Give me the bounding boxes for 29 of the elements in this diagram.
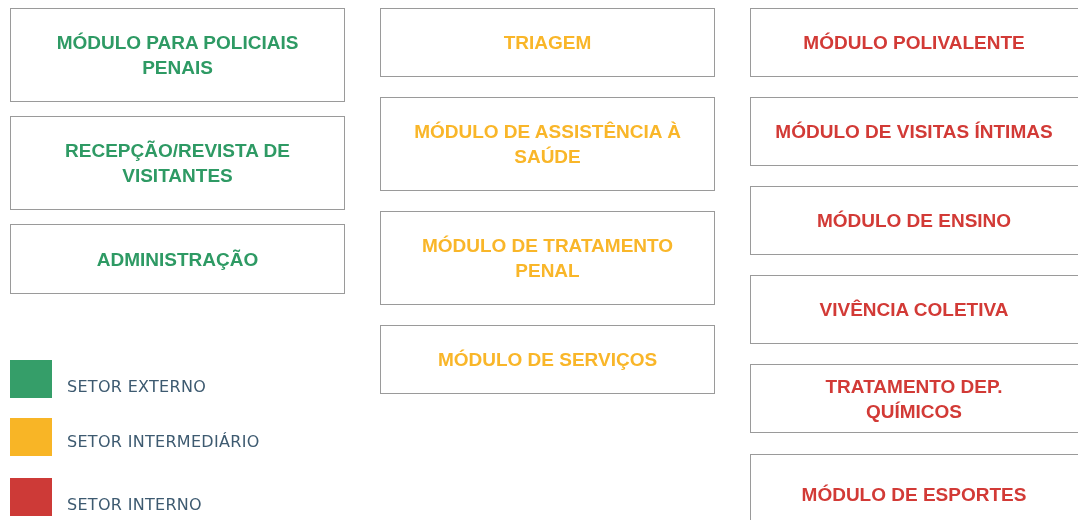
module-name: TRIAGEM — [503, 31, 592, 55]
module-name: MÓDULO POLIVALENTE — [803, 31, 1025, 55]
module-name: MÓDULO DE VISITAS ÍNTIMAS — [775, 120, 1053, 144]
module-name: MÓDULO DE ENSINO — [816, 209, 1012, 233]
module-name: MÓDULO DE SERVIÇOS — [437, 348, 658, 372]
module-box — [380, 8, 715, 77]
module-box — [750, 275, 1078, 344]
module-name: MÓDULO DE ASSISTÊNCIA À SAÚDE — [413, 120, 682, 169]
legend-label: SETOR EXTERNO — [67, 377, 207, 396]
module-name: VIVÊNCIA COLETIVA — [819, 298, 1009, 322]
legend-label: SETOR INTERNO — [67, 495, 202, 514]
module-name: MÓDULO PARA POLICIAIS PENAIS — [55, 31, 300, 80]
module-box — [10, 116, 345, 210]
module-box — [750, 8, 1078, 77]
module-box — [10, 224, 345, 294]
module-box — [750, 454, 1078, 520]
module-name: TRATAMENTO DEP. QUÍMICOS — [824, 374, 1004, 424]
module-box — [380, 211, 715, 305]
module-box — [10, 8, 345, 102]
module-name: MÓDULO DE TRATAMENTO PENAL — [420, 234, 675, 283]
module-box — [750, 186, 1078, 255]
legend-label: SETOR INTERMEDIÁRIO — [67, 432, 260, 451]
module-box — [750, 364, 1078, 433]
module-name: RECEPÇÃO/REVISTA DE VISITANTES — [64, 139, 291, 188]
module-name: ADMINISTRAÇÃO — [96, 247, 259, 272]
module-box — [380, 325, 715, 394]
module-box — [750, 97, 1078, 166]
module-box — [380, 97, 715, 191]
module-name: MÓDULO DE ESPORTES — [801, 482, 1027, 507]
